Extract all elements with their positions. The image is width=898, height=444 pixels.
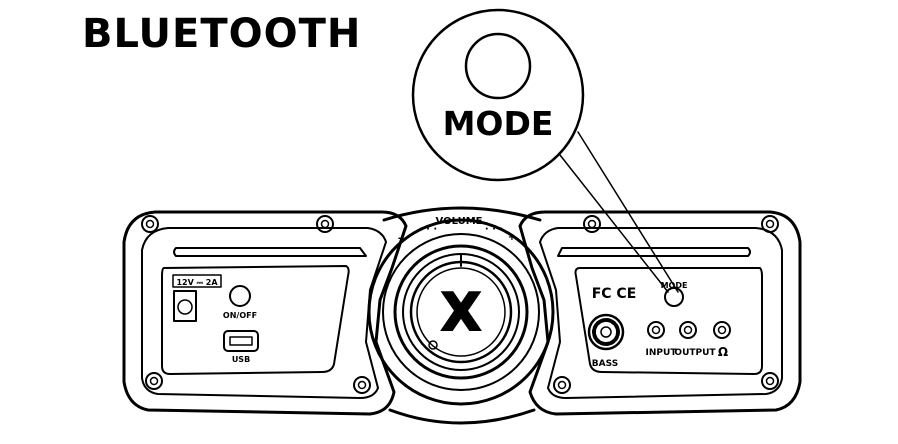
usb-port (223, 330, 259, 352)
page-title: BLUETOOTH (82, 11, 362, 57)
output-jack (679, 321, 697, 339)
mode-button-label: MODE (661, 281, 688, 290)
callout-leader-line (559, 154, 669, 293)
right-panel-controls (587, 287, 731, 351)
input-jack (647, 321, 665, 339)
logo-x: X (441, 283, 481, 343)
callout-circle (411, 8, 585, 182)
power-rating-box (172, 274, 222, 288)
usb-label: USB (232, 355, 250, 364)
power-button-label: ON/OFF (223, 311, 257, 320)
power-rating-label: 12V ⎓ 2A (176, 278, 218, 287)
mode-button (664, 287, 684, 307)
bass-label: BASS (592, 359, 618, 369)
dc-jack (173, 290, 197, 322)
certification-marks: FC CE (592, 286, 637, 302)
power-button (229, 285, 251, 307)
volume-label: VOLUME (436, 216, 483, 227)
volume-dots-left: · · · (419, 224, 437, 235)
output-label: OUTPUT (674, 348, 716, 358)
volume-plus-label: + (508, 232, 516, 243)
callout-mode-button (464, 32, 532, 100)
volume-minus-label: - (398, 233, 402, 244)
headphone-icon: Ω (718, 345, 728, 359)
right-housing (518, 210, 802, 416)
center-hub (367, 206, 555, 425)
callout-mode-label: MODE (443, 104, 554, 143)
input-label: INPUT (646, 348, 678, 358)
headphone-jack (713, 321, 731, 339)
left-panel-controls (172, 274, 259, 352)
left-housing (122, 210, 408, 416)
bass-knob (587, 313, 625, 351)
mode-callout (411, 8, 679, 293)
volume-dots-right: · · · (485, 224, 503, 235)
